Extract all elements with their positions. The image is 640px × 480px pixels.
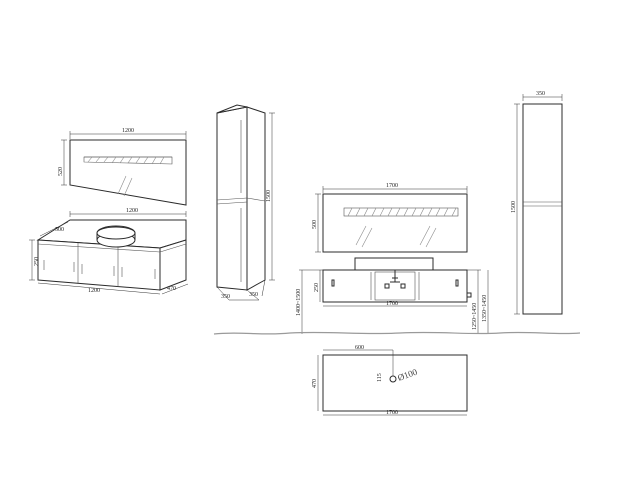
iso-depth-label: 470 — [167, 286, 176, 292]
front-mirror: 1700 500 — [312, 183, 468, 253]
plan-depth-label: 470 — [312, 379, 318, 388]
front-cabinet-height-label: 250 — [314, 283, 320, 292]
column-front-height-label: 1500 — [511, 201, 517, 213]
front-cabinet-width-label: 1700 — [386, 301, 398, 307]
floor-line — [213, 331, 581, 335]
column-iso-height-label: 1500 — [266, 190, 272, 202]
iso-mirror: 1200 520 — [58, 128, 187, 206]
front-vanity: 1700 250 1400~1500 1250~1450 1350~1450 — [296, 257, 489, 334]
column-iso-depth-label: 350 — [249, 292, 258, 298]
iso-top-width-label: 1200 — [126, 208, 138, 214]
front-mount-height-label: 1400~1500 — [296, 289, 302, 316]
front-tap-range-b-label: 1350~1450 — [482, 295, 488, 322]
iso-top-depth-label: 500 — [55, 227, 64, 233]
front-mirror-width-label: 1700 — [386, 183, 398, 189]
front-tap-range-a-label: 1250~1450 — [472, 303, 478, 330]
front-column: 350 1500 — [511, 91, 563, 315]
iso-bottom-width-label: 1200 — [88, 288, 100, 294]
iso-vanity: 1200 500 250 1200 470 — [29, 208, 189, 295]
plan-width-label: 1700 — [386, 410, 398, 416]
iso-column: 1500 350 350 — [216, 104, 275, 301]
iso-cabinet-height-label: 250 — [34, 257, 40, 266]
iso-mirror-width-label: 1200 — [122, 128, 134, 134]
iso-mirror-height-label: 520 — [58, 167, 64, 176]
column-front-width-label: 350 — [536, 91, 545, 97]
plan-basin-offset-label: 600 — [355, 345, 364, 351]
column-iso-width-label: 350 — [221, 294, 230, 300]
plan-view: 600 115 Ø100 470 1700 — [312, 345, 468, 416]
plan-side-label: 115 — [377, 373, 383, 382]
front-mirror-height-label: 500 — [312, 220, 318, 229]
